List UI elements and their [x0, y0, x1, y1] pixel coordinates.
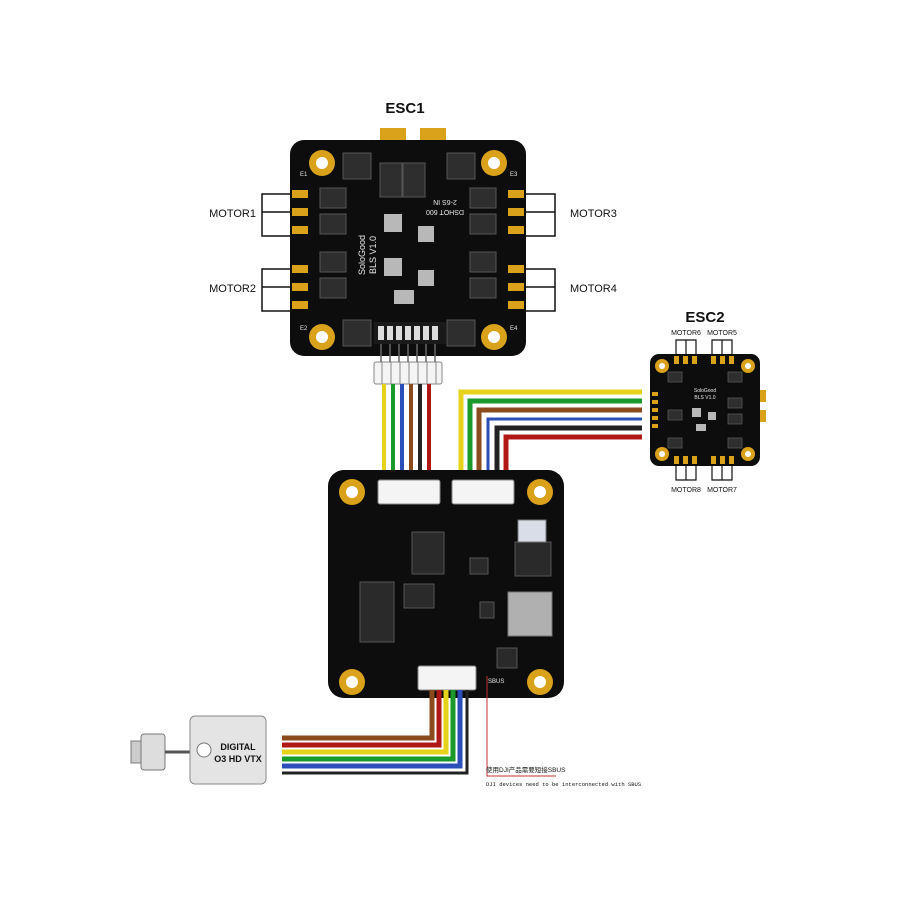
esc2-title: ESC2 [685, 309, 724, 326]
esc1-pad-e1: E1 [300, 172, 308, 178]
motor3-label: MOTOR3 [570, 208, 617, 220]
motor2-label: MOTOR2 [209, 283, 256, 295]
esc2-power-tab-b [756, 410, 766, 422]
vtx-port-icon [196, 742, 212, 758]
esc1-pad-e3: E3 [510, 172, 518, 178]
esc1-fc-cable [382, 384, 431, 480]
esc1-pad-e2: E2 [300, 326, 308, 332]
esc1-version: BLS V1.0 [368, 236, 378, 274]
esc1: ESC1 + [290, 100, 526, 385]
esc2-mount-holes [655, 359, 755, 461]
sbus-note: 使用DJI产品需要短接SBUS DJI devices need to be i… [486, 676, 642, 788]
esc1-ics [384, 214, 434, 304]
esc1-brand: SoloGood [357, 235, 367, 275]
fc-inductor [507, 591, 553, 637]
esc1-board [290, 140, 526, 356]
fc-mount-holes [339, 479, 553, 695]
esc1-mount-holes [309, 150, 507, 350]
esc2-brand: SoloGood [694, 388, 716, 394]
fc-sbus-silk: SBUS [488, 679, 504, 685]
esc1-motor-pads [292, 190, 524, 309]
fc-components [359, 531, 552, 669]
note-leader-line [486, 676, 556, 777]
esc1-dshot: DSHOT 600 [426, 208, 464, 215]
flight-controller: SBUS [328, 470, 564, 698]
esc1-cells: 2-6S IN [433, 198, 457, 205]
esc1-pad-e4: E4 [510, 326, 518, 332]
esc2-motor-pads [652, 356, 734, 464]
note-chinese: 使用DJI产品需要短接SBUS [486, 765, 566, 774]
fc-esc-connectors [377, 479, 515, 505]
vtx-antenna-cap [130, 740, 142, 764]
fc-vtx-connector [417, 665, 477, 691]
motor4-label: MOTOR4 [570, 283, 617, 295]
esc2-power-tab-a [756, 390, 766, 402]
esc2-mosfets [667, 371, 743, 449]
vtx-label-1: DIGITAL [220, 742, 256, 752]
vtx-body [189, 715, 267, 785]
esc1-signal-connector [373, 322, 446, 385]
vtx-cable [282, 690, 469, 775]
vtx-label-2: O3 HD VTX [214, 754, 262, 764]
esc2-ics [692, 408, 716, 431]
fc-capacitor-top [517, 519, 547, 543]
motor5-label: MOTOR5 [707, 330, 737, 337]
esc2: ESC2 MOTOR6 MOTOR5 MOTOR8 MOTOR7 [650, 309, 766, 494]
esc1-motor-brackets [261, 193, 556, 312]
vtx-unit: DIGITAL O3 HD VTX [130, 715, 267, 785]
esc1-title: ESC1 [385, 100, 424, 117]
motor8-label: MOTOR8 [671, 487, 701, 494]
esc2-version: BLS V1.0 [694, 395, 715, 401]
esc1-dshot-silk: DSHOT 600 2-6S IN [426, 198, 464, 215]
esc2-fc-cable [458, 389, 642, 482]
note-english: DJI devices need to be interconnected wi… [486, 781, 642, 788]
vtx-antenna-connector [140, 733, 166, 771]
motor7-label: MOTOR7 [707, 487, 737, 494]
motor6-label: MOTOR6 [671, 330, 701, 337]
motor1-label: MOTOR1 [209, 208, 256, 220]
esc1-mosfets [319, 152, 497, 347]
esc1-silkscreen: SoloGood BLS V1.0 [357, 235, 378, 275]
